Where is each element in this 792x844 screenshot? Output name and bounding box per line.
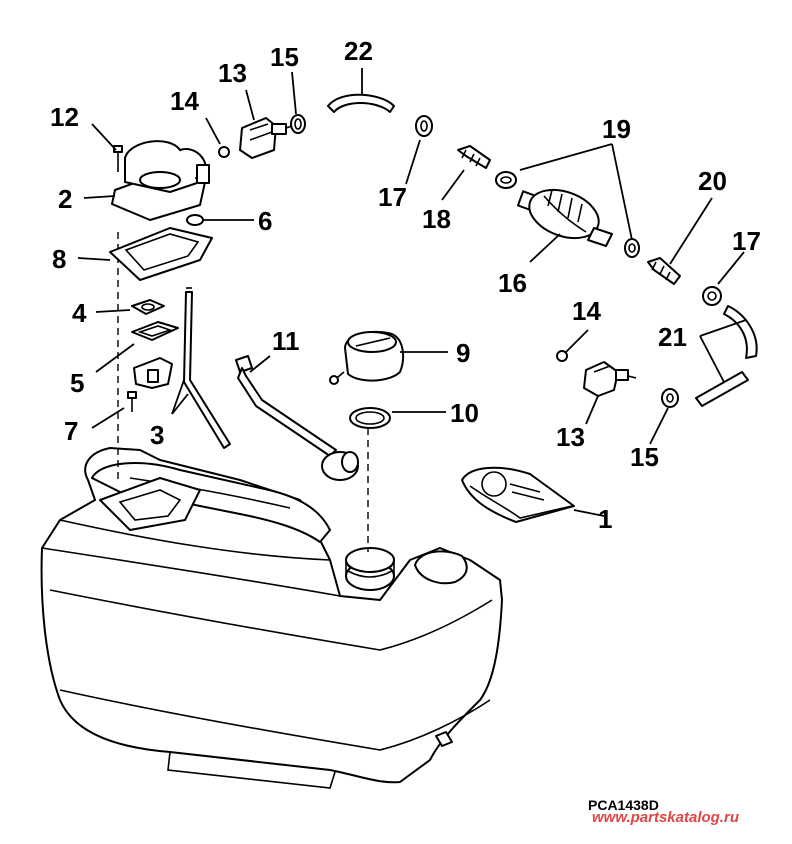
cap-gasket-10	[349, 407, 391, 429]
callout-2: 2	[58, 184, 72, 214]
clamp-15-top	[290, 114, 306, 134]
callout-7: 7	[64, 416, 78, 446]
decal-1	[461, 466, 575, 523]
callout-17-right: 17	[732, 226, 761, 256]
o-ring-14-top	[218, 146, 230, 158]
fitting-20	[647, 257, 681, 285]
primer-bulb-16	[516, 188, 613, 247]
callout-13-right: 13	[556, 422, 585, 452]
callout-11: 11	[272, 326, 300, 356]
callout-15-top: 15	[270, 42, 299, 72]
hose-22	[327, 93, 395, 113]
gauge-float-11	[235, 355, 359, 481]
callout-5: 5	[70, 368, 84, 398]
callout-labels: 1 2 3 4 5 6 7 8 9 10 11 12 13 13 14 14 1…	[50, 36, 761, 534]
callout-13-top: 13	[218, 58, 247, 88]
callout-14-top: 14	[170, 86, 199, 116]
callout-4: 4	[72, 298, 87, 328]
gasket-4	[131, 299, 165, 315]
leader-lines	[77, 68, 747, 517]
callout-1: 1	[598, 504, 612, 534]
callout-18: 18	[422, 204, 451, 234]
callout-9: 9	[456, 338, 470, 368]
diagram-code: PCA1438D	[588, 797, 659, 813]
callout-14-right: 14	[572, 296, 601, 326]
callout-19: 19	[602, 114, 631, 144]
clamp-19-a	[495, 171, 517, 189]
callout-15-right: 15	[630, 442, 659, 472]
fitting-18	[457, 145, 491, 169]
callout-16: 16	[498, 268, 527, 298]
pickup-housing-2	[111, 140, 210, 221]
connector-13-top	[239, 117, 293, 159]
clamp-19-b	[624, 238, 640, 258]
callout-10: 10	[450, 398, 479, 428]
bracket-7	[127, 357, 173, 412]
clamp-15-right	[661, 388, 679, 408]
watermark: www.partskatalog.ru	[592, 809, 739, 826]
callout-22: 22	[344, 36, 373, 66]
pickup-tube-3	[183, 287, 231, 449]
connector-13-right	[583, 361, 637, 397]
clamp-17-left	[415, 115, 433, 137]
callout-17-left: 17	[378, 182, 407, 212]
callout-6: 6	[258, 206, 272, 236]
callout-12: 12	[50, 102, 79, 132]
plate-5	[131, 321, 179, 341]
callout-8: 8	[52, 244, 66, 274]
fuel-tank	[40, 447, 503, 789]
callout-20: 20	[698, 166, 727, 196]
o-ring-6	[186, 214, 204, 226]
filler-cap-9	[329, 330, 405, 385]
hose-21	[695, 305, 758, 407]
o-ring-14-right	[556, 350, 568, 362]
clamp-17-right	[702, 286, 722, 306]
callout-3: 3	[150, 420, 164, 450]
gasket-8	[109, 227, 213, 281]
callout-21: 21	[658, 322, 687, 352]
